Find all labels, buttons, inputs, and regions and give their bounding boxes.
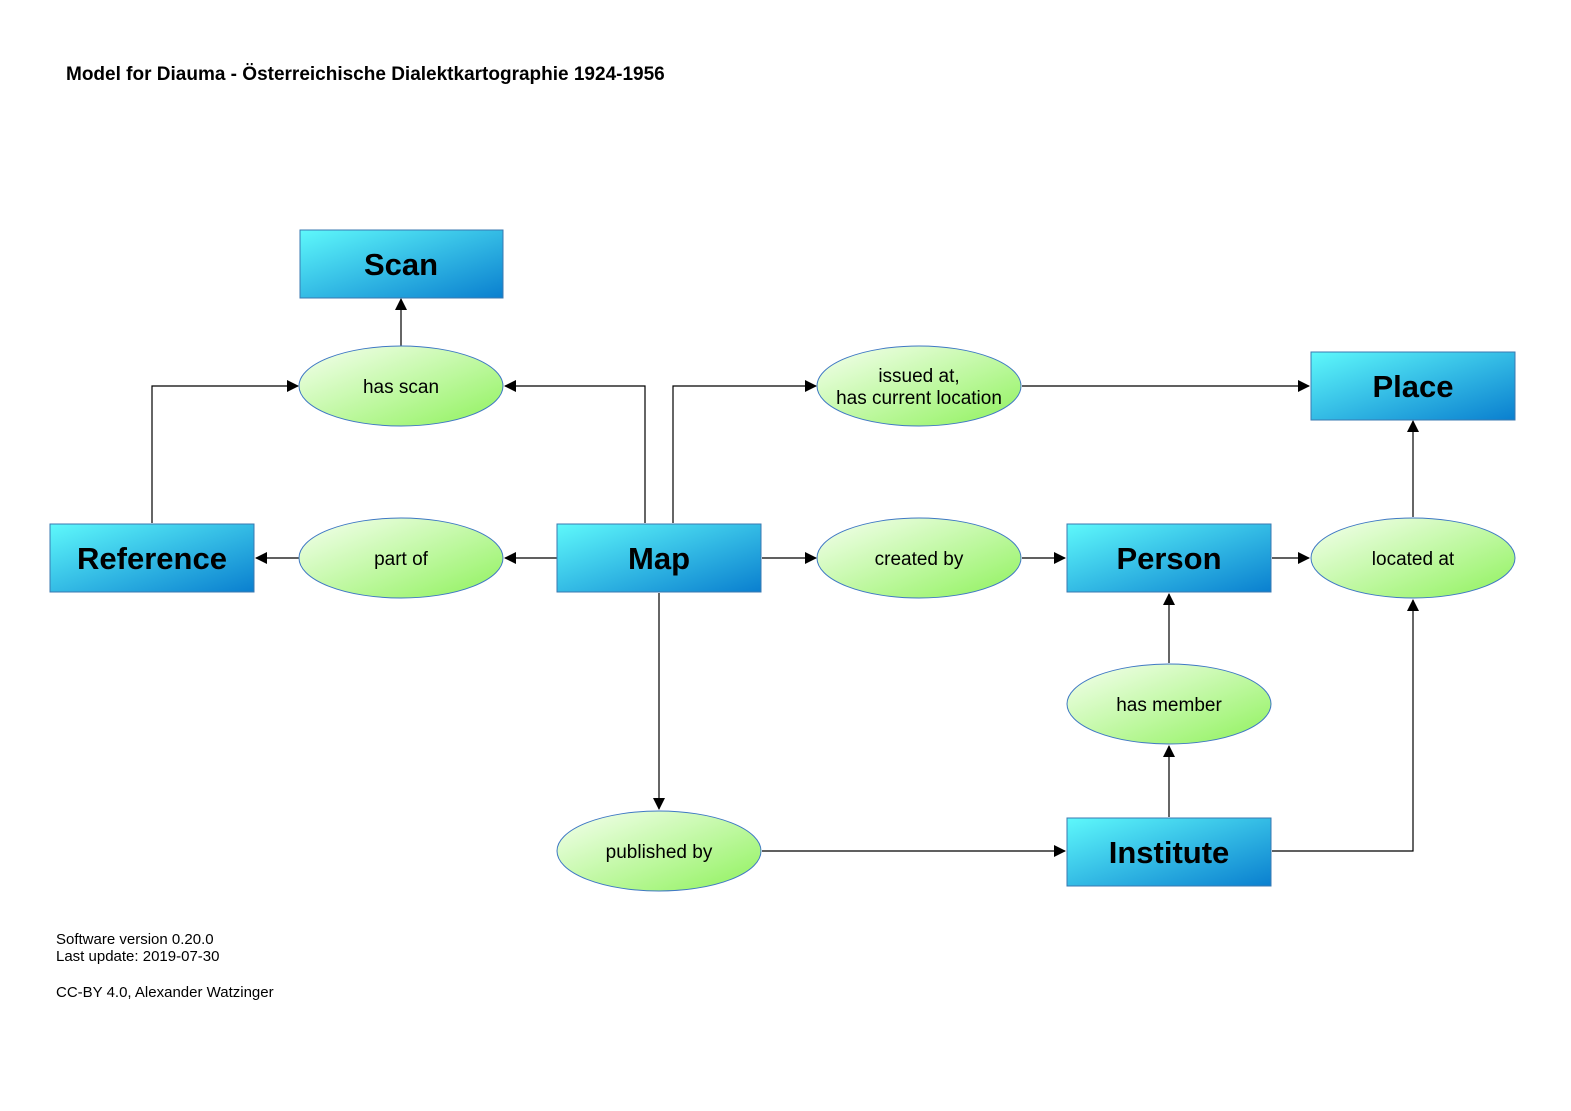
relation-issued-at-label-line2: has current location: [836, 388, 1002, 409]
relation-issued-at[interactable]: issued at, has current location: [816, 345, 1022, 427]
relation-has-scan-label: has scan: [363, 377, 439, 398]
relation-has-member-label: has member: [1116, 695, 1222, 716]
relation-has-member[interactable]: has member: [1066, 663, 1272, 745]
entity-reference[interactable]: Reference: [49, 523, 255, 593]
relation-part-of-label: part of: [374, 549, 429, 570]
edge-institute-to-locatedat: [1272, 599, 1419, 852]
relation-created-by[interactable]: created by: [816, 517, 1022, 599]
entity-place[interactable]: Place: [1310, 351, 1516, 421]
diagram-title: Model for Diauma - Österreichische Diale…: [66, 64, 665, 85]
relation-issued-at-label-line1: issued at,: [878, 366, 959, 387]
entity-scan-label: Scan: [364, 247, 438, 282]
footer-software-version: Software version 0.20.0: [56, 931, 214, 948]
entity-person-label: Person: [1116, 541, 1221, 576]
relation-located-at-label: located at: [1372, 549, 1455, 570]
footer-last-update: Last update: 2019-07-30: [56, 948, 220, 965]
relation-published-by[interactable]: published by: [556, 810, 762, 892]
relation-part-of[interactable]: part of: [298, 517, 504, 599]
edge-map-to-issuedat: [672, 380, 817, 523]
entity-scan[interactable]: Scan: [299, 229, 504, 299]
edges: [151, 298, 1419, 857]
entity-person[interactable]: Person: [1066, 523, 1272, 593]
entity-institute[interactable]: Institute: [1066, 817, 1272, 887]
relation-has-scan[interactable]: has scan: [298, 345, 504, 427]
footer-license: CC-BY 4.0, Alexander Watzinger: [56, 984, 274, 1001]
relation-located-at[interactable]: located at: [1310, 517, 1516, 599]
entity-institute-label: Institute: [1109, 835, 1230, 870]
edge-reference-to-hasscan: [151, 380, 299, 523]
relation-created-by-label: created by: [875, 549, 964, 570]
entity-reference-label: Reference: [77, 541, 227, 576]
relation-published-by-label: published by: [606, 842, 713, 863]
edge-map-to-hasscan: [504, 380, 646, 523]
entity-map[interactable]: Map: [556, 523, 762, 593]
entity-place-label: Place: [1372, 369, 1453, 404]
entity-map-label: Map: [628, 541, 690, 576]
